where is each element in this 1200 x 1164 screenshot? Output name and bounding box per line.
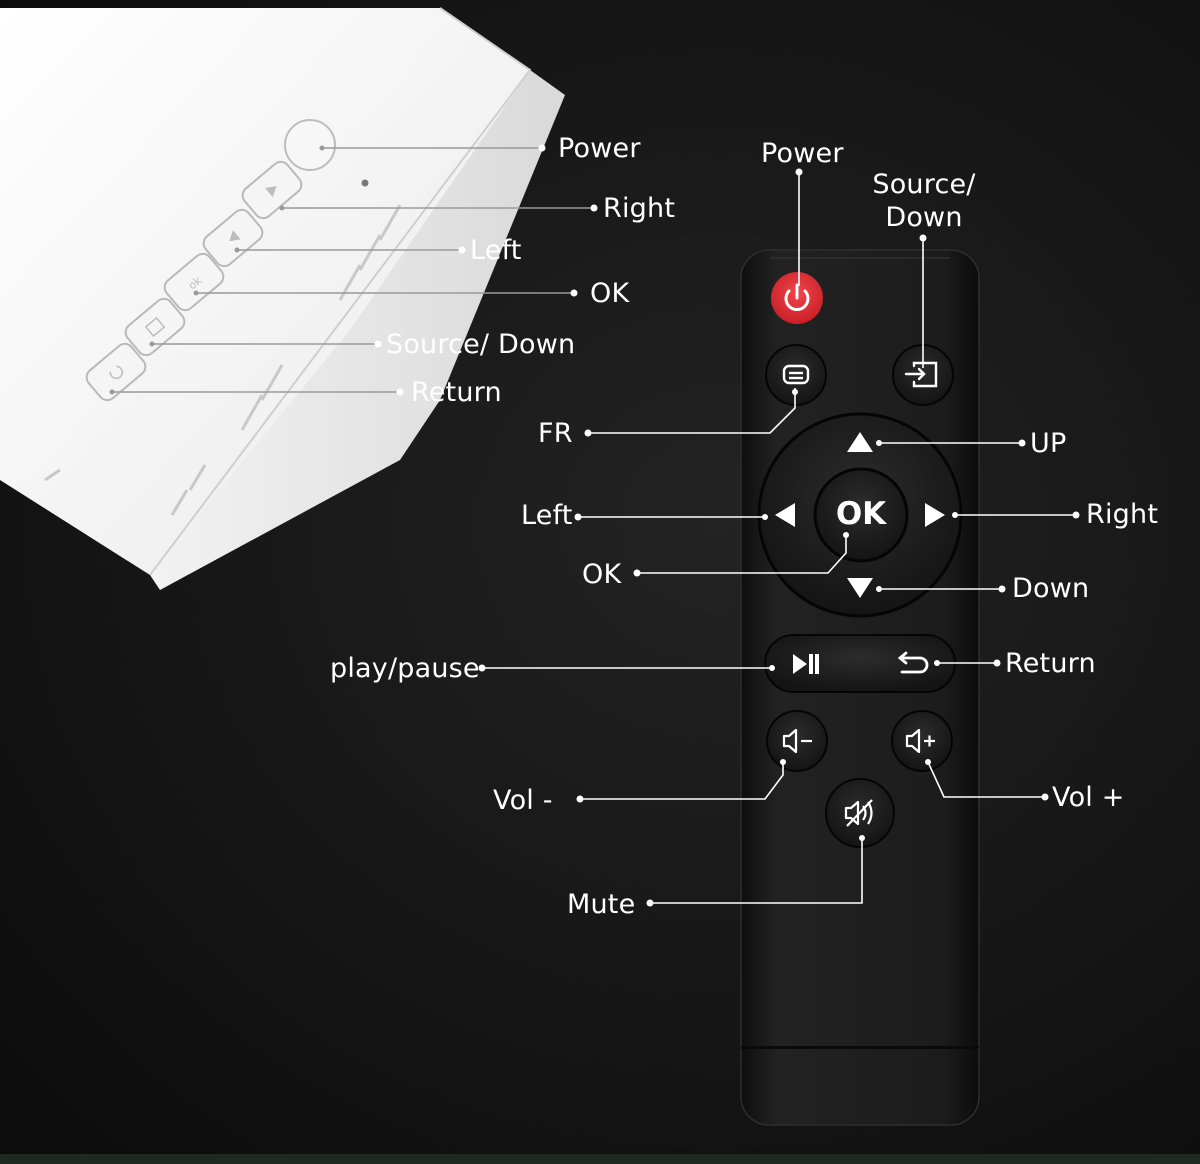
- remote-label-mute: Mute: [567, 889, 636, 920]
- remote-battery-seam: [741, 1046, 979, 1049]
- projector-power-button[interactable]: [284, 119, 336, 171]
- input-source-icon: [904, 361, 938, 388]
- projector-button-left[interactable]: [200, 206, 266, 270]
- remote-label-vol-minus: Vol -: [493, 785, 553, 816]
- remote-power-button[interactable]: [771, 272, 823, 324]
- remote-up-button[interactable]: [847, 432, 873, 452]
- remote-label-power: Power: [761, 138, 844, 169]
- power-icon: [784, 283, 810, 311]
- projector: ok: [0, 7, 565, 590]
- projector-label-source-down: Source/ Down: [386, 329, 576, 360]
- projector-indicator-light: [361, 179, 369, 187]
- remote-callouts: [482, 172, 1076, 904]
- remote-label-left: Left: [521, 500, 573, 531]
- projector-button-return[interactable]: [83, 340, 149, 404]
- remote-label-return: Return: [1005, 648, 1096, 679]
- remote-right-button[interactable]: [925, 503, 945, 527]
- remote-control: [740, 249, 980, 1126]
- projector-label-left: Left: [470, 235, 522, 266]
- remote-down-button[interactable]: [847, 578, 873, 598]
- remote-label-source-down-line2: Down: [885, 202, 963, 233]
- remote-label-source-down: Source/ Down: [864, 168, 984, 234]
- projector-label-power: Power: [558, 133, 641, 164]
- remote-label-right: Right: [1086, 499, 1159, 530]
- remote-label-vol-plus: Vol +: [1052, 782, 1125, 813]
- play-pause-icon[interactable]: [793, 654, 819, 674]
- projector-vents: [44, 204, 402, 516]
- remote-left-button[interactable]: [775, 503, 795, 527]
- projector-label-ok: OK: [590, 278, 630, 309]
- bottom-strip: [0, 1154, 1200, 1164]
- projector-button-ok[interactable]: ok: [161, 250, 227, 314]
- volume-up-icon: [905, 728, 935, 754]
- remote-mute-button[interactable]: [825, 778, 895, 848]
- projector-label-right: Right: [603, 193, 676, 224]
- remote-label-play-pause: play/pause: [330, 653, 480, 684]
- volume-down-icon: [782, 728, 812, 754]
- return-icon[interactable]: [897, 651, 929, 674]
- projector-button-right[interactable]: [239, 158, 305, 222]
- projector-side-face: [150, 70, 565, 590]
- remote-vol-plus-button[interactable]: [891, 710, 953, 772]
- remote-ok-label: OK: [835, 496, 887, 532]
- remote-fr-button[interactable]: [765, 344, 827, 406]
- remote-ok-button[interactable]: [813, 467, 909, 563]
- projector-callouts: [112, 147, 594, 393]
- remote-label-down: Down: [1012, 573, 1090, 604]
- remote-callout-dots: [478, 168, 1080, 907]
- mute-icon: [844, 799, 873, 827]
- remote-vol-minus-button[interactable]: [766, 710, 828, 772]
- projector-label-return: Return: [411, 377, 502, 408]
- remote-label-fr: FR: [538, 418, 573, 449]
- remote-label-up: UP: [1030, 428, 1067, 459]
- projector-button-source[interactable]: [122, 295, 188, 359]
- projector-top-face: [0, 8, 530, 575]
- remote-label-ok: OK: [582, 559, 622, 590]
- menu-icon: [782, 364, 810, 385]
- projector-callout-dots: [109, 144, 598, 396]
- remote-label-source-down-line1: Source/: [872, 169, 976, 200]
